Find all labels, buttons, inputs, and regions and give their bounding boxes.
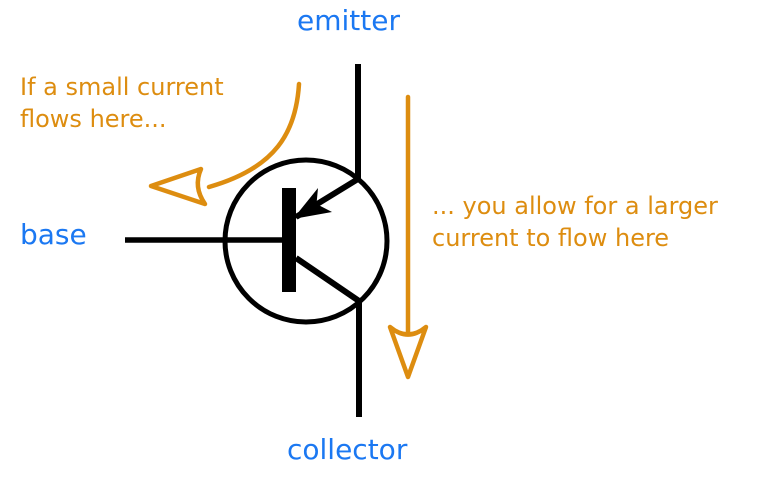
emitter-arrowhead bbox=[293, 188, 332, 219]
curved-arrow-left-icon bbox=[148, 81, 302, 207]
base-label: base bbox=[20, 218, 87, 251]
curved-arrow-head bbox=[148, 166, 208, 207]
down-arrow-head bbox=[387, 324, 429, 380]
large-current-annotation: ... you allow for a larger current to fl… bbox=[432, 192, 718, 253]
collector-label: collector bbox=[287, 433, 408, 466]
collector-lead-line bbox=[294, 255, 362, 417]
emitter-lead-line bbox=[294, 64, 361, 220]
transistor-base-bar bbox=[282, 188, 296, 292]
curved-arrow-shaft bbox=[206, 81, 302, 190]
emitter-label: emitter bbox=[297, 4, 400, 37]
arrow-down-icon bbox=[387, 94, 429, 380]
small-current-annotation: If a small current flows here... bbox=[20, 73, 224, 134]
pnp-transistor-symbol bbox=[125, 64, 390, 417]
